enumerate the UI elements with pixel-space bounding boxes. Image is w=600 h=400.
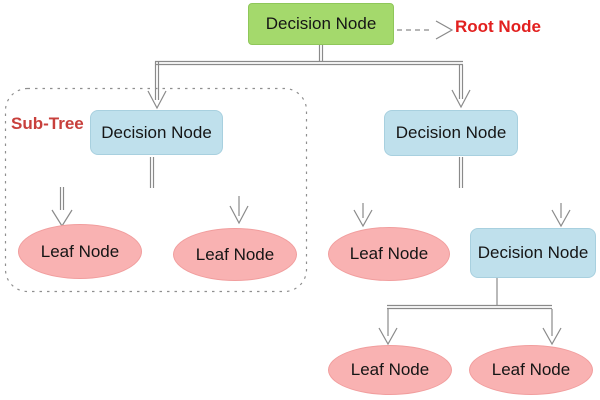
node-label: Decision Node xyxy=(395,123,507,142)
subtree-decision-stem xyxy=(149,157,155,188)
root-connector xyxy=(147,45,471,110)
node-label: Leaf Node xyxy=(349,244,429,263)
lower-decision-connector xyxy=(387,278,552,310)
node-label: Decision Node xyxy=(265,14,377,33)
node-right-sub-decision: Decision Node xyxy=(470,228,596,278)
right-leaf-arrow xyxy=(353,203,373,228)
node-label: Decision Node xyxy=(477,243,589,262)
root-annotation-arrow xyxy=(397,20,454,40)
right-subdecision-arrow xyxy=(551,203,571,228)
node-subtree-leaf-left: Leaf Node xyxy=(18,224,142,279)
root-node-annotation: Root Node xyxy=(455,17,541,36)
down-arrowhead-icon xyxy=(147,90,167,110)
right-arrowhead-icon xyxy=(435,20,454,40)
subtree-right-leaf-arrow xyxy=(229,196,249,225)
down-arrowhead-icon xyxy=(551,209,571,228)
right-decision-stem xyxy=(458,157,464,188)
bottom-left-leaf-arrow xyxy=(378,309,398,346)
node-label: Leaf Node xyxy=(350,360,430,379)
node-label: Leaf Node xyxy=(195,244,275,264)
node-label: Leaf Node xyxy=(40,241,120,261)
node-right-decision: Decision Node xyxy=(384,110,518,156)
node-subtree-leaf-right: Leaf Node xyxy=(173,228,297,281)
down-arrowhead-icon xyxy=(353,209,373,228)
down-arrowhead-icon xyxy=(451,89,471,109)
down-arrowhead-icon xyxy=(542,327,562,346)
node-bottom-leaf-left: Leaf Node xyxy=(328,345,452,395)
node-right-leaf: Leaf Node xyxy=(328,227,450,281)
down-arrowhead-icon xyxy=(229,205,249,225)
subtree-left-leaf-arrow xyxy=(51,187,73,228)
node-label: Leaf Node xyxy=(491,360,571,379)
subtree-annotation: Sub-Tree xyxy=(11,114,84,133)
down-arrowhead-icon xyxy=(378,327,398,346)
node-root-decision: Decision Node xyxy=(248,3,394,45)
bottom-right-leaf-arrow xyxy=(542,309,562,346)
node-bottom-leaf-right: Leaf Node xyxy=(469,345,593,395)
node-subtree-decision: Decision Node xyxy=(90,110,223,155)
node-label: Decision Node xyxy=(101,122,212,142)
